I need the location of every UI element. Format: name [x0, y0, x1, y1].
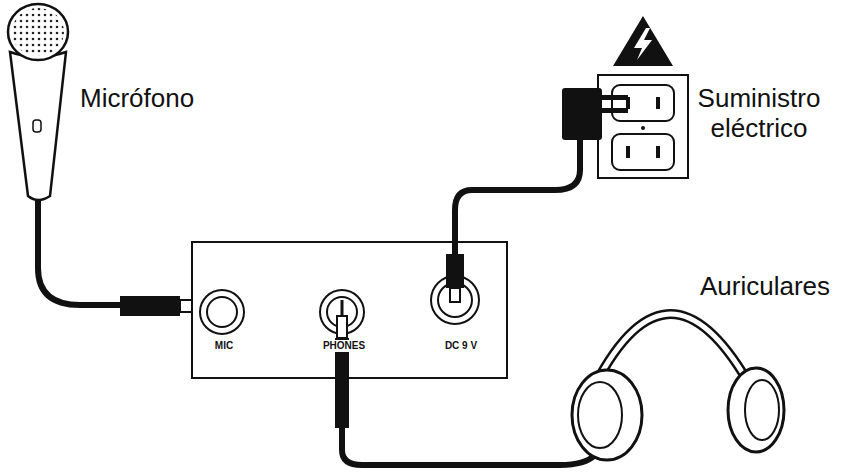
- jack-label: MIC: [213, 340, 235, 352]
- part-label: Auriculares: [700, 272, 830, 302]
- headphones: [572, 314, 784, 460]
- power-supply: [446, 16, 688, 302]
- jack-label: DC 9 V: [443, 340, 479, 352]
- part-label: Suministro eléctrico: [683, 84, 835, 144]
- device-panel: [192, 242, 507, 378]
- microphone: [8, 4, 218, 316]
- part-label: Micrófono: [80, 84, 194, 114]
- jack-label: PHONES: [321, 340, 367, 352]
- headphone-cable: [335, 300, 595, 465]
